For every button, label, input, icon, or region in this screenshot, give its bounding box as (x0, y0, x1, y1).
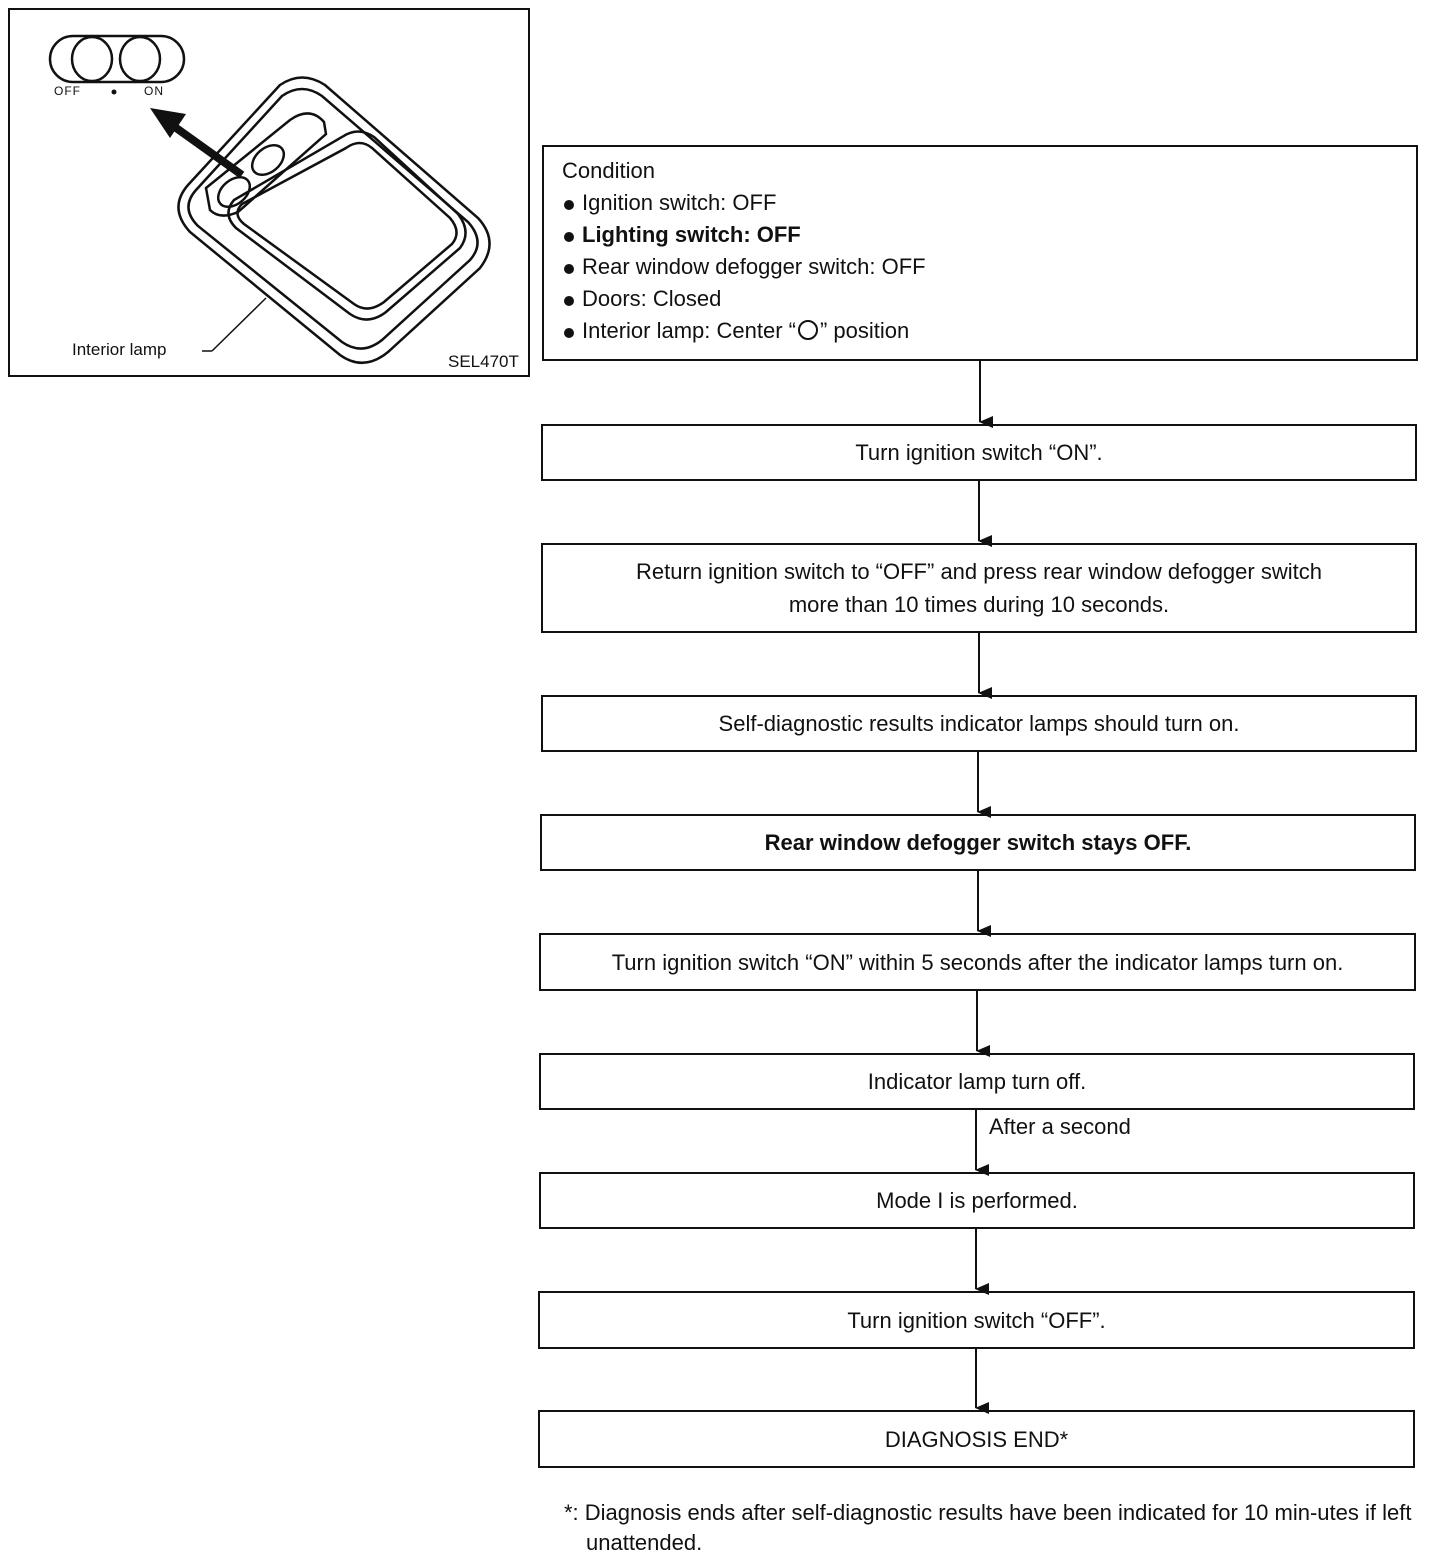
condition-item-interior-lamp: Interior lamp: Center “ ” position (562, 315, 1398, 347)
condition-title: Condition (562, 158, 655, 183)
step-text: more than 10 times during 10 seconds. (788, 592, 1170, 617)
interior-lamp-drawing (48, 34, 491, 364)
step-text: Return ignition switch to “OFF” and pres… (636, 559, 1322, 584)
lamp-housing (177, 76, 491, 364)
switch-off-label: OFF (54, 84, 81, 98)
interior-lamp-figure: OFF ON Interior lamp SEL470T (8, 8, 530, 377)
figure-id: SEL470T (448, 352, 519, 371)
step-box: Mode I is performed. (539, 1172, 1415, 1229)
condition-item: Rear window defogger switch: OFF (562, 251, 1398, 283)
step-box: Rear window defogger switch stays OFF. (540, 814, 1416, 871)
condition-item: Doors: Closed (562, 283, 1398, 315)
step-box: Indicator lamp turn off. (539, 1053, 1415, 1110)
condition-text: ” position (819, 318, 910, 343)
step-box: Self-diagnostic results indicator lamps … (541, 695, 1417, 752)
step-text: Mode I is performed. (876, 1188, 1078, 1213)
step-text: Self-diagnostic results indicator lamps … (718, 711, 1240, 736)
interior-lamp-callout: Interior lamp (72, 340, 167, 359)
step-box: Turn ignition switch “OFF”. (538, 1291, 1415, 1349)
switch-icon (48, 34, 186, 84)
condition-list: Ignition switch: OFF Lighting switch: OF… (562, 187, 1398, 347)
step-text: Turn ignition switch “ON”. (855, 440, 1103, 465)
switch-on-label: ON (144, 84, 164, 98)
condition-text: Interior lamp: Center “ (582, 318, 796, 343)
condition-box: Condition Ignition switch: OFF Lighting … (542, 145, 1418, 361)
step-text: Indicator lamp turn off. (867, 1069, 1087, 1094)
step-text: Rear window defogger switch stays OFF. (764, 830, 1192, 855)
step-box: Return ignition switch to “OFF” and pres… (541, 543, 1417, 633)
step-text: Turn ignition switch “ON” within 5 secon… (611, 949, 1344, 975)
center-dot-icon (111, 89, 117, 95)
pointer-arrow-icon (150, 108, 245, 179)
edge-label-after-a-second: After a second (989, 1114, 1131, 1139)
condition-item: Lighting switch: OFF (562, 219, 1398, 251)
step-box-end: DIAGNOSIS END* (538, 1410, 1415, 1468)
footnote: *: Diagnosis ends after self-diagnostic … (564, 1500, 1412, 1555)
step-text: Turn ignition switch “OFF”. (847, 1307, 1106, 1333)
step-text: DIAGNOSIS END* (884, 1426, 1069, 1452)
circle-position-icon (797, 320, 818, 340)
condition-item: Ignition switch: OFF (562, 187, 1398, 219)
